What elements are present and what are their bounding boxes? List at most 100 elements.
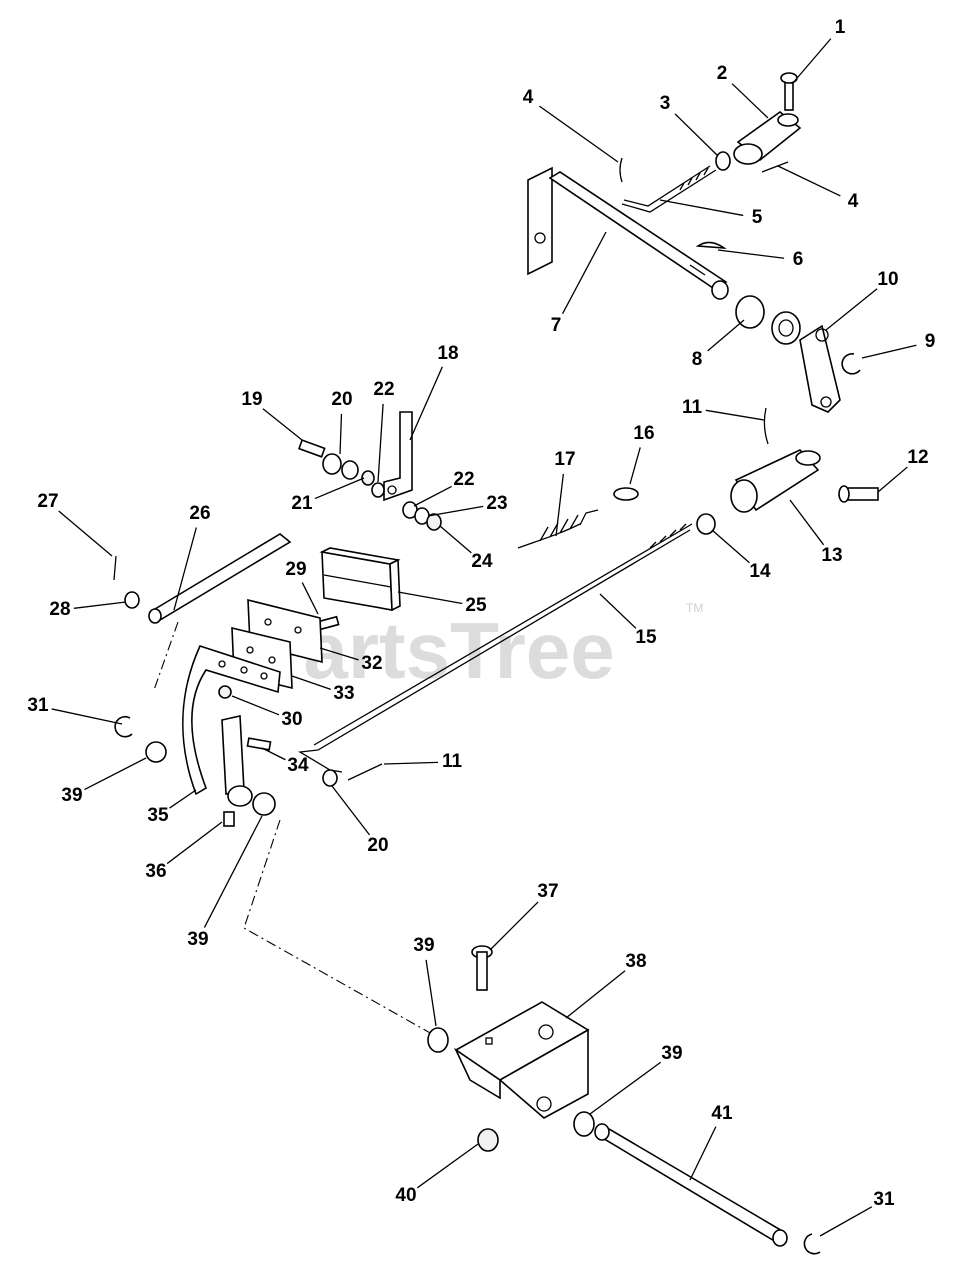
bolt-19 bbox=[297, 439, 326, 458]
leader-line-20 bbox=[339, 413, 343, 455]
trademark-mark: TM bbox=[686, 601, 703, 615]
leader-line-27 bbox=[58, 510, 113, 557]
leader-line-2 bbox=[731, 83, 769, 119]
clevis-13 bbox=[730, 449, 821, 513]
callout-label-8: 8 bbox=[692, 349, 703, 370]
callout-label-18: 18 bbox=[437, 343, 458, 364]
bracket-18 bbox=[383, 411, 413, 502]
carriage-bolt-37 bbox=[471, 945, 493, 991]
pin-34 bbox=[246, 737, 272, 751]
bushing-39-bracket bbox=[427, 1027, 449, 1053]
leader-line-13 bbox=[789, 499, 825, 546]
leader-line-17 bbox=[555, 473, 564, 537]
callout-label-11: 11 bbox=[442, 751, 463, 772]
leader-line-32 bbox=[319, 647, 359, 661]
callout-label-12: 12 bbox=[907, 447, 928, 468]
callout-label-15: 15 bbox=[635, 627, 657, 648]
callout-label-31: 31 bbox=[873, 1189, 895, 1210]
leader-line-21 bbox=[314, 477, 365, 500]
callout-label-28: 28 bbox=[49, 599, 70, 620]
leader-line-7 bbox=[562, 231, 607, 314]
callout-label-33: 33 bbox=[333, 683, 354, 704]
cotter-pin-11-lower bbox=[347, 763, 383, 781]
grease-fitting-36 bbox=[223, 811, 235, 827]
callout-label-3: 3 bbox=[660, 93, 671, 114]
leader-line-30 bbox=[231, 695, 280, 716]
callout-label-20: 20 bbox=[331, 389, 352, 410]
callout-label-9: 9 bbox=[925, 331, 936, 352]
leader-line-8 bbox=[707, 319, 745, 352]
pedal-arm-35 bbox=[182, 645, 281, 807]
callout-label-34: 34 bbox=[287, 755, 309, 776]
bushing-39-right bbox=[573, 1111, 595, 1137]
leader-line-5 bbox=[659, 199, 744, 217]
callout-label-39: 39 bbox=[61, 785, 82, 806]
callout-label-26: 26 bbox=[189, 503, 210, 524]
clevis-2 bbox=[733, 110, 802, 165]
leader-line-4 bbox=[777, 165, 841, 197]
leader-line-16 bbox=[629, 447, 641, 485]
leader-line-36 bbox=[166, 821, 223, 865]
callout-label-32: 32 bbox=[361, 653, 382, 674]
leader-line-33 bbox=[291, 675, 331, 691]
clip-16 bbox=[613, 487, 639, 501]
leader-line-31 bbox=[819, 1206, 873, 1237]
leader-line-38 bbox=[565, 970, 626, 1019]
bushings-8 bbox=[735, 295, 801, 345]
callout-label-23: 23 bbox=[486, 493, 507, 514]
callout-label-13: 13 bbox=[821, 545, 842, 566]
callout-label-17: 17 bbox=[554, 449, 575, 470]
leader-line-24 bbox=[439, 525, 472, 554]
callout-label-14: 14 bbox=[749, 561, 771, 582]
nut-14 bbox=[696, 513, 716, 535]
cotter-pin-4b bbox=[761, 161, 789, 173]
callout-label-2: 2 bbox=[717, 63, 728, 84]
leader-lines bbox=[51, 38, 917, 1237]
bushing-39-left bbox=[145, 741, 167, 763]
callout-label-20: 20 bbox=[367, 835, 388, 856]
washers-20 bbox=[322, 453, 359, 480]
callout-label-39: 39 bbox=[187, 929, 208, 950]
leader-line-3 bbox=[674, 113, 719, 157]
leader-line-40 bbox=[416, 1143, 479, 1189]
leader-line-34 bbox=[261, 747, 286, 761]
cotter-pin-27 bbox=[113, 555, 117, 581]
callout-label-39: 39 bbox=[661, 1043, 682, 1064]
threaded-rod-5 bbox=[621, 165, 717, 213]
leader-line-28 bbox=[73, 601, 127, 609]
washer-22a bbox=[371, 482, 385, 498]
callout-label-22: 22 bbox=[453, 469, 474, 490]
washer-20-lower bbox=[322, 769, 338, 787]
leader-line-39 bbox=[589, 1061, 662, 1115]
callout-label-41: 41 bbox=[711, 1103, 733, 1124]
leader-line-25 bbox=[397, 591, 463, 605]
leader-line-23 bbox=[427, 505, 484, 517]
e-ring-9 bbox=[841, 353, 861, 375]
callout-label-39: 39 bbox=[413, 935, 434, 956]
lever-10 bbox=[799, 324, 841, 413]
key-6 bbox=[695, 241, 727, 250]
callout-label-25: 25 bbox=[465, 595, 487, 616]
callout-label-22: 22 bbox=[373, 379, 394, 400]
callout-label-30: 30 bbox=[281, 709, 302, 730]
centerline-lower bbox=[243, 819, 433, 1035]
callout-label-5: 5 bbox=[752, 207, 763, 228]
leader-line-4 bbox=[539, 105, 619, 163]
leader-line-9 bbox=[861, 344, 917, 359]
callout-label-19: 19 bbox=[241, 389, 262, 410]
callout-label-16: 16 bbox=[633, 423, 654, 444]
cotter-pin-4a bbox=[619, 157, 623, 183]
callout-label-4: 4 bbox=[523, 87, 534, 108]
e-ring-31-right bbox=[803, 1233, 821, 1255]
leader-line-10 bbox=[825, 288, 878, 331]
clevis-pin-1 bbox=[780, 72, 798, 111]
callout-label-21: 21 bbox=[291, 493, 313, 514]
leader-line-31 bbox=[51, 708, 123, 725]
leader-line-6 bbox=[717, 249, 785, 259]
shaft-26 bbox=[148, 533, 292, 624]
nut-21 bbox=[361, 470, 375, 486]
e-ring-31-left bbox=[114, 715, 133, 738]
